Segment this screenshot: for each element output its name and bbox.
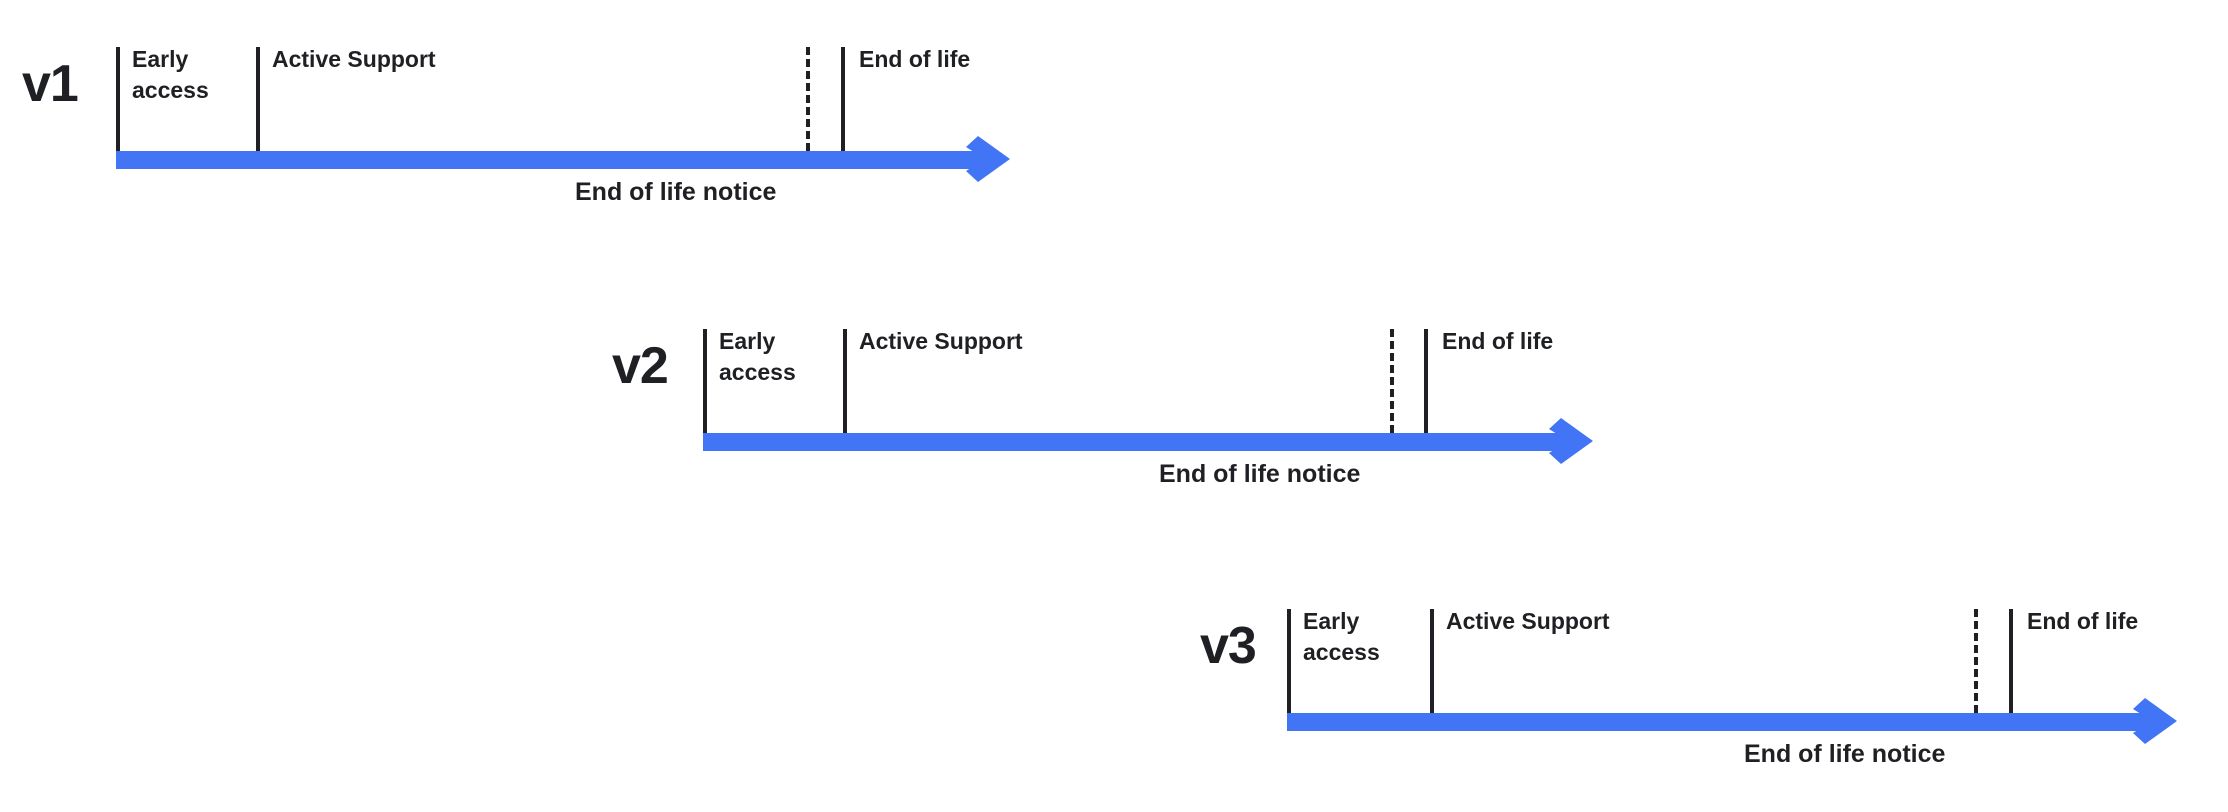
divider-active-support-start-v3 (1430, 609, 1434, 713)
lifecycle-bar-shaft-v3 (1287, 713, 2153, 731)
divider-end-of-life-start-v2 (1424, 329, 1428, 433)
phase-label-end-of-life-v1: End of life (859, 46, 971, 72)
divider-end-of-life-start-v3 (2009, 609, 2013, 713)
version-label-v3: v3 (1200, 617, 1257, 675)
notice-label-v1: End of life notice (575, 178, 777, 206)
divider-active-support-start-v1 (256, 47, 260, 151)
phase-label-active-support-v1: Active Support (272, 46, 436, 72)
divider-early-access-start-v1 (116, 47, 120, 151)
phase-label-end-of-life-v3: End of life (2027, 608, 2139, 634)
phase-label-early-access-v3: Early access (1303, 608, 1380, 665)
divider-end-of-life-notice-v1 (806, 47, 810, 151)
phase-label-early-access-v1: Early access (132, 46, 209, 103)
divider-early-access-start-v2 (703, 329, 707, 433)
phase-label-active-support-v2: Active Support (859, 328, 1023, 354)
phase-label-early-access-v2: Early access (719, 328, 796, 385)
divider-end-of-life-notice-v3 (1974, 609, 1978, 713)
version-label-v2: v2 (612, 337, 669, 395)
lifecycle-bar-shaft-v2 (703, 433, 1569, 451)
version-label-v1: v1 (22, 55, 79, 113)
divider-early-access-start-v3 (1287, 609, 1291, 713)
lifecycle-arrow-head-v2 (1543, 412, 1603, 472)
lifecycle-arrow-head-v3 (2127, 692, 2187, 752)
divider-end-of-life-start-v1 (841, 47, 845, 151)
lifecycle-arrow-head-v1 (960, 130, 1020, 190)
lifecycle-bar-shaft-v1 (116, 151, 986, 169)
divider-end-of-life-notice-v2 (1390, 329, 1394, 433)
divider-active-support-start-v2 (843, 329, 847, 433)
phase-label-end-of-life-v2: End of life (1442, 328, 1554, 354)
phase-label-active-support-v3: Active Support (1446, 608, 1610, 634)
notice-label-v3: End of life notice (1744, 740, 1946, 768)
notice-label-v2: End of life notice (1159, 460, 1361, 488)
